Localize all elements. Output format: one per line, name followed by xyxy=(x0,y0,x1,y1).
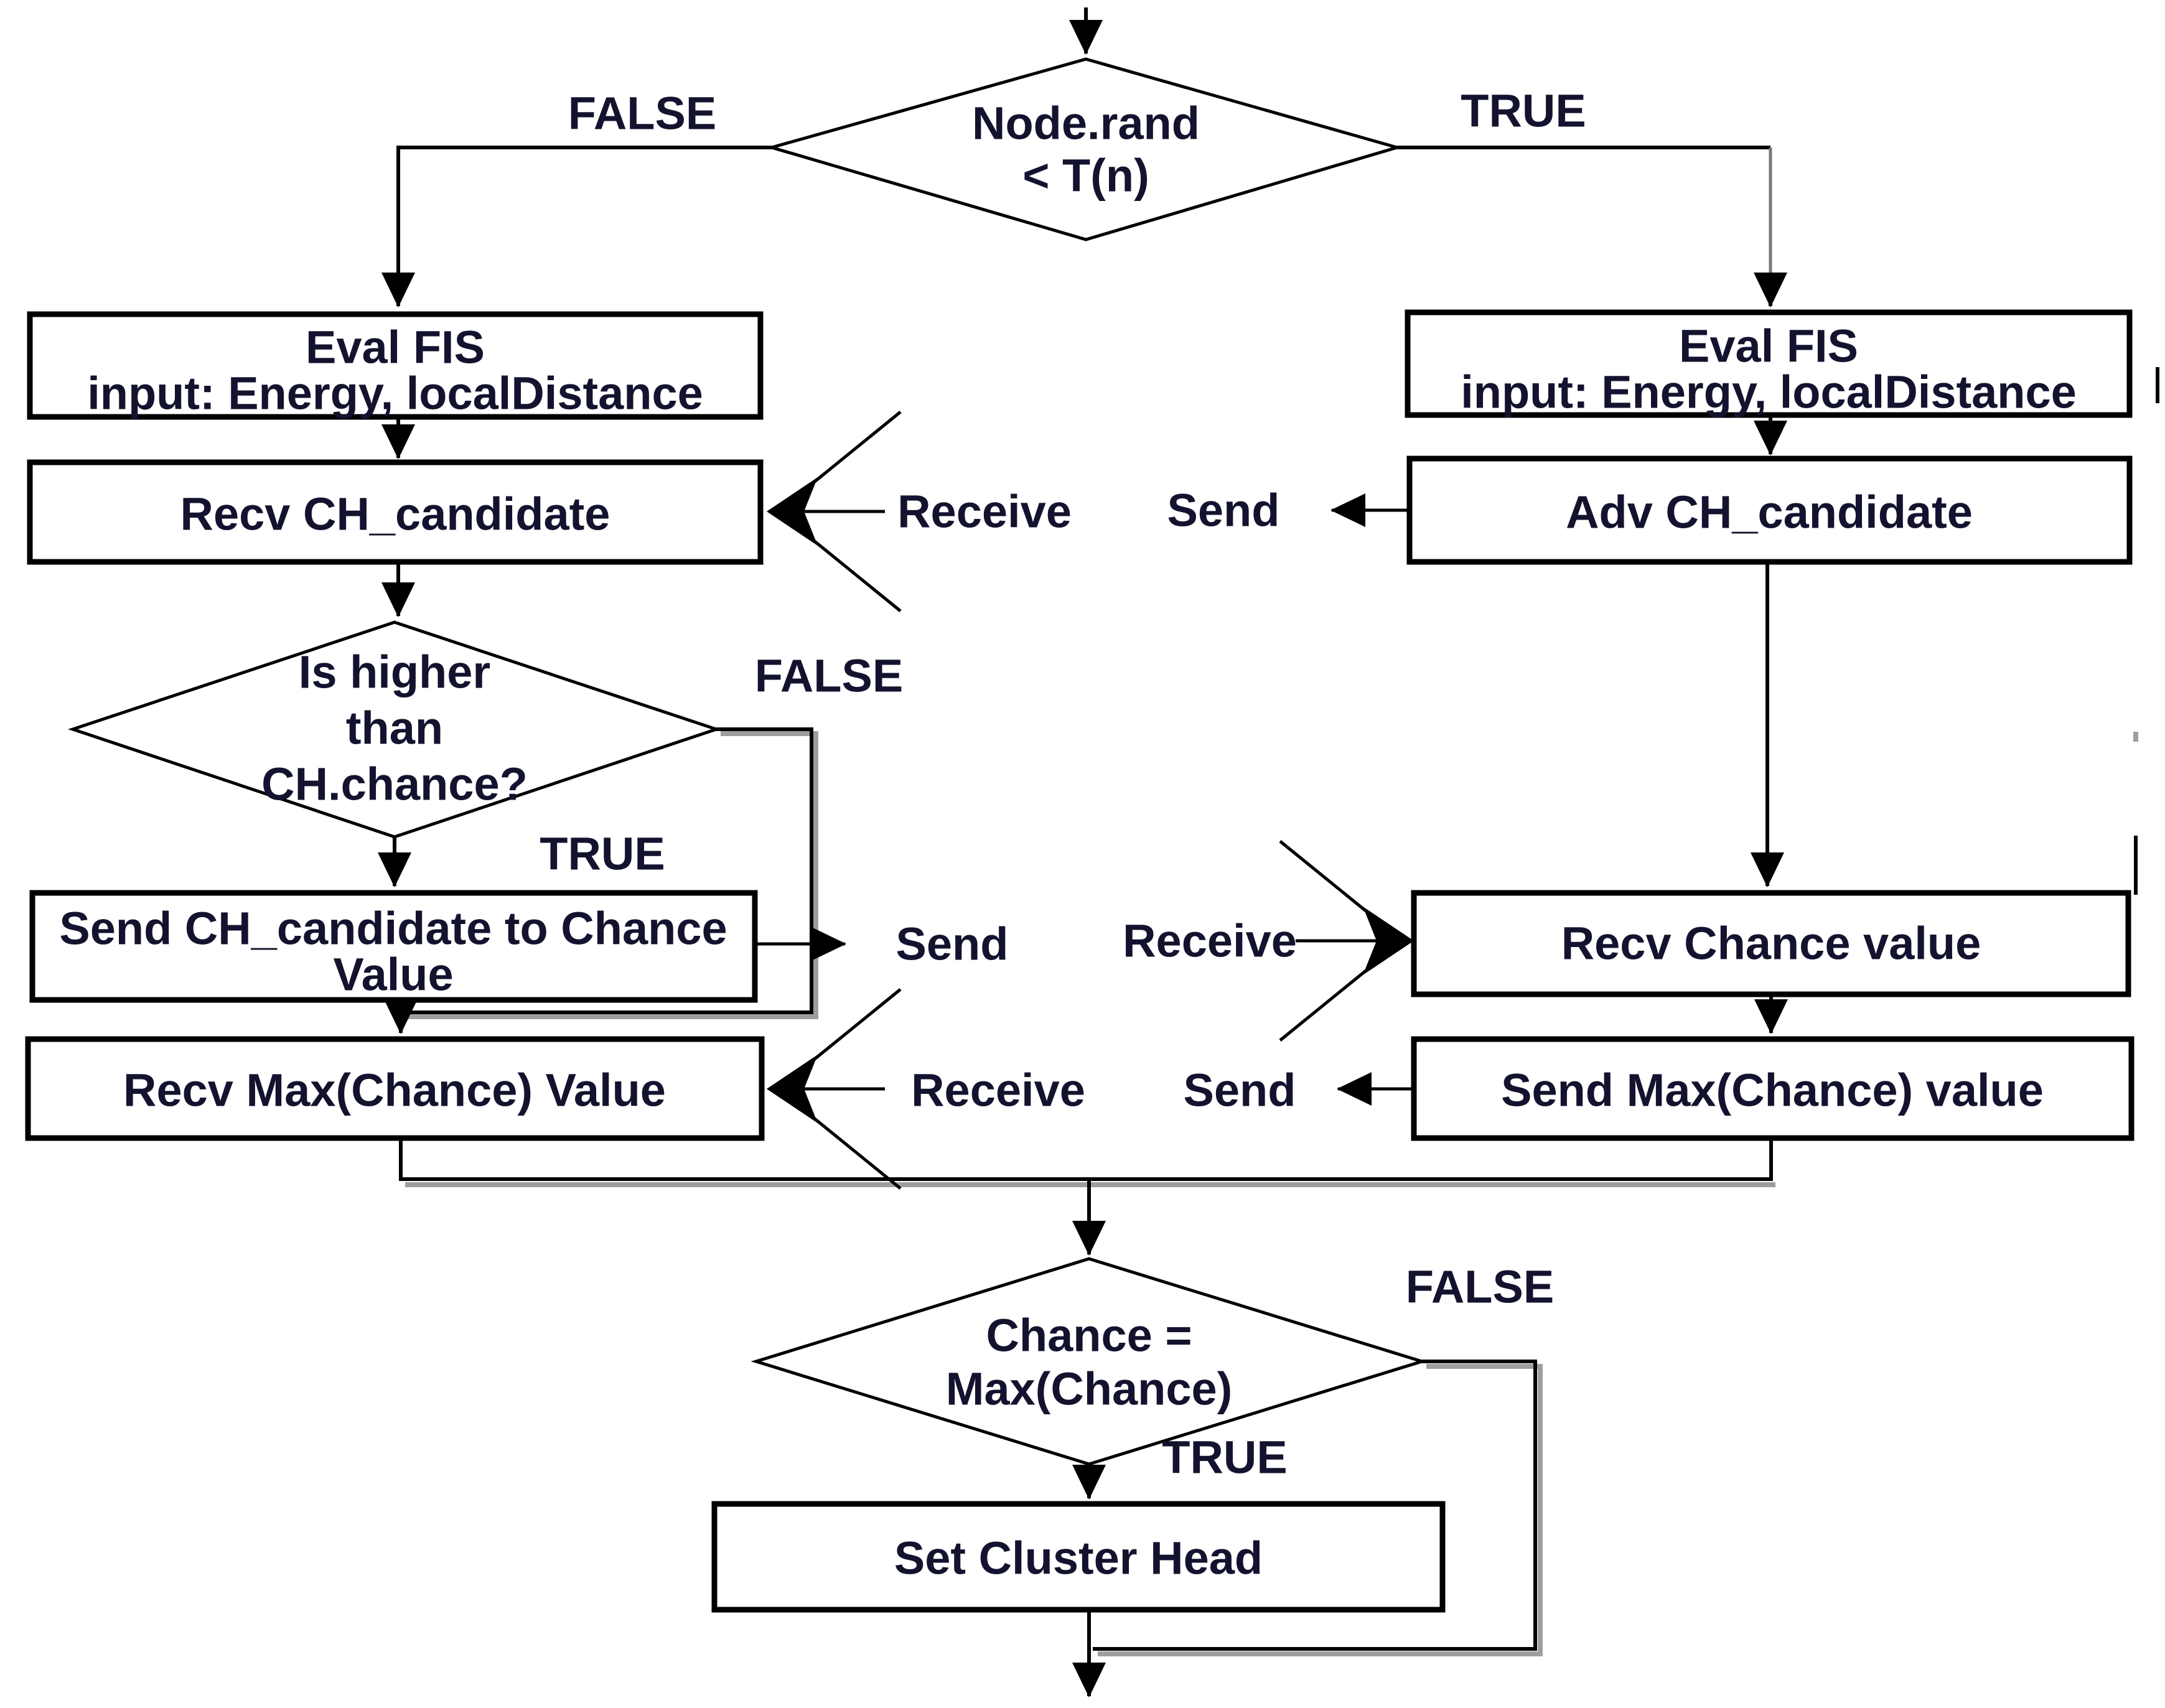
receive-ray-down-row1 xyxy=(800,529,902,612)
process-adv-ch-candidate: Adv CH_candidate xyxy=(1406,455,2133,565)
decision-is-higher-line2: than xyxy=(346,702,443,754)
process-send-max-chance-label: Send Max(Chance) value xyxy=(1501,1065,2044,1116)
process-recv-ch-candidate: Recv CH_candidate xyxy=(27,459,764,565)
process-send-max-chance-shape xyxy=(1411,1036,2135,1141)
process-recv-max-chance-shape xyxy=(25,1036,765,1141)
process-recv-ch-candidate-label: Recv CH_candidate xyxy=(180,488,610,540)
comm-label-send-row3: Send xyxy=(1184,1065,1296,1116)
process-recv-max-chance: Recv Max(Chance) Value xyxy=(25,1036,765,1141)
comm-label-send-row2: Send xyxy=(896,918,1009,970)
connector-merge-bus xyxy=(399,1138,1773,1181)
receive-signal-icon-row2 xyxy=(1279,840,1414,1042)
process-set-cluster-head-shape xyxy=(711,1501,1446,1613)
receive-ray-up-row1 xyxy=(800,411,902,494)
process-eval-fis-right-line2: input: Energy, localDistance xyxy=(1461,366,2077,418)
decision-chance-max-line1: Chance = xyxy=(986,1310,1192,1361)
decision-chance-max: Chance = Max(Chance) xyxy=(751,1257,1428,1466)
branch-label-d1-true: TRUE xyxy=(1461,85,1586,137)
process-recv-max-chance-label: Recv Max(Chance) Value xyxy=(123,1065,666,1116)
receive-arrowhead-row2 xyxy=(1363,907,1414,975)
process-recv-ch-candidate-shape xyxy=(27,459,764,565)
branch-label-d3-false: FALSE xyxy=(1406,1261,1554,1313)
decision-is-higher-line1: Is higher xyxy=(299,646,490,698)
process-set-cluster-head-label: Set Cluster Head xyxy=(894,1533,1263,1584)
process-eval-fis-right-shape xyxy=(1405,309,2133,418)
decision-chance-max-shape xyxy=(751,1257,1428,1466)
connector-d2-false xyxy=(401,727,813,1014)
process-adv-ch-candidate-shape xyxy=(1406,455,2133,565)
receive-signal-icon-row3 xyxy=(767,988,902,1190)
process-send-ch-candidate-line2: Value xyxy=(333,949,453,1001)
decision-node-rand-shape xyxy=(765,57,1403,241)
process-send-ch-candidate-shape xyxy=(29,890,758,1003)
branch-label-d1-false: FALSE xyxy=(568,88,716,139)
process-send-ch-candidate-line1: Send CH_candidate to Chance xyxy=(59,903,727,954)
process-send-ch-candidate: Send CH_candidate to Chance Value xyxy=(29,890,758,1003)
process-send-max-chance: Send Max(Chance) value xyxy=(1411,1036,2135,1141)
comm-label-receive-row3: Receive xyxy=(911,1065,1085,1116)
process-eval-fis-left-line1: Eval FIS xyxy=(306,322,485,373)
receive-arrowhead-row1 xyxy=(767,477,818,546)
decision-node-rand: Node.rand < T(n) xyxy=(765,57,1403,241)
process-recv-chance-shape xyxy=(1411,890,2131,997)
process-adv-ch-candidate-label: Adv CH_candidate xyxy=(1566,487,1973,538)
branch-label-d2-true: TRUE xyxy=(540,828,665,880)
decision-is-higher: Is higher than CH.chance? xyxy=(68,620,721,839)
connector-d3-false-return xyxy=(1093,1360,1537,1651)
comm-label-receive-row1: Receive xyxy=(897,486,1072,538)
process-eval-fis-left-shape xyxy=(27,311,764,420)
process-eval-fis-left: Eval FIS input: Energy, localDistance xyxy=(27,311,764,420)
receive-signal-icon-row1 xyxy=(767,411,902,612)
receive-arrowhead-row3 xyxy=(767,1055,818,1123)
decision-node-rand-line1: Node.rand xyxy=(972,98,1200,149)
branch-label-d3-true: TRUE xyxy=(1162,1432,1287,1483)
decision-is-higher-line3: CH.chance? xyxy=(261,758,528,810)
receive-ray-up-row2 xyxy=(1279,840,1381,923)
process-eval-fis-left-line2: input: Energy, localDistance xyxy=(87,368,703,419)
connector-d3-false-shadow xyxy=(1098,1364,1543,1656)
decision-is-higher-shape xyxy=(68,620,721,839)
receive-ray-down-row2 xyxy=(1279,958,1381,1042)
connector-d1-false xyxy=(381,146,772,307)
receive-ray-down-row3 xyxy=(800,1106,902,1190)
comm-label-receive-row2: Receive xyxy=(1123,915,1297,967)
process-set-cluster-head: Set Cluster Head xyxy=(711,1501,1446,1613)
process-eval-fis-right-line1: Eval FIS xyxy=(1679,320,1858,372)
process-recv-chance-label: Recv Chance value xyxy=(1561,918,1981,969)
decision-node-rand-line2: < T(n) xyxy=(1022,150,1149,202)
process-eval-fis-right: Eval FIS input: Energy, localDistance xyxy=(1405,309,2133,418)
process-recv-chance: Recv Chance value xyxy=(1411,890,2131,997)
branch-label-d2-false: FALSE xyxy=(755,650,903,702)
receive-ray-up-row3 xyxy=(800,988,902,1071)
comm-label-send-row1: Send xyxy=(1167,485,1280,536)
connector-d2-false-shadow xyxy=(405,731,818,1019)
decision-chance-max-line2: Max(Chance) xyxy=(946,1363,1233,1415)
